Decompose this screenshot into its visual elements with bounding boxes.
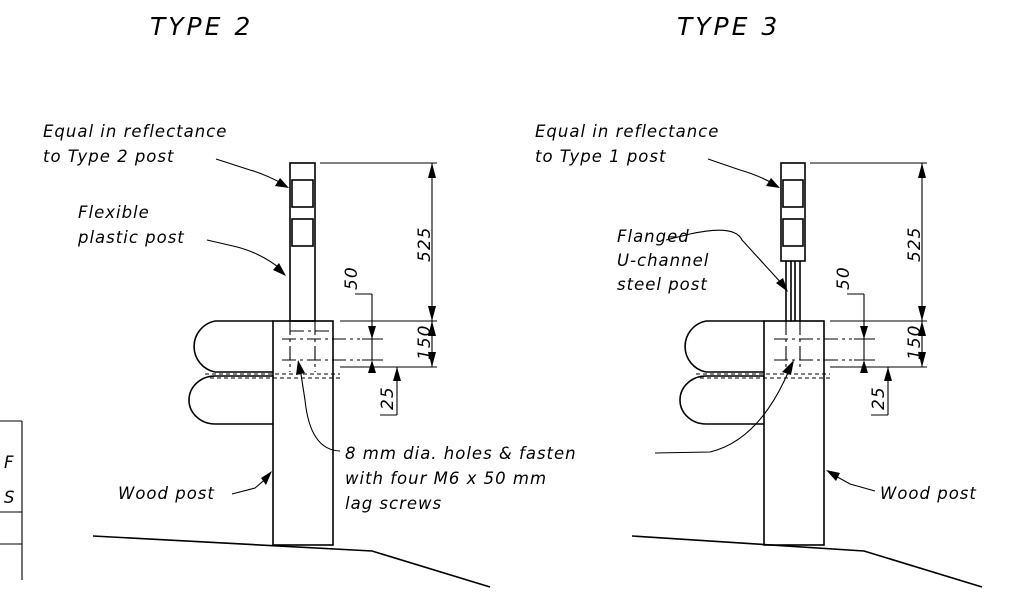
fasten-note-line-2: with four M6 x 50 mm bbox=[345, 469, 547, 488]
type3-reflect-label-2: to Type 1 post bbox=[535, 147, 666, 166]
type2-dim-525: 525 bbox=[415, 227, 435, 262]
type3-dim-525: 525 bbox=[905, 227, 925, 262]
fasten-note-line-3: lag screws bbox=[345, 494, 442, 513]
type2-ground-line bbox=[92, 535, 491, 588]
type3-reflector-upper bbox=[782, 179, 804, 208]
type2-post-label-1: Flexible bbox=[78, 203, 150, 222]
side-table-letter-f: F bbox=[4, 453, 15, 472]
type2-w-beam bbox=[188, 320, 340, 425]
side-table: F S bbox=[0, 420, 23, 580]
type2-flexible-post bbox=[289, 162, 316, 322]
type2-reflect-label-1: Equal in reflectance bbox=[43, 122, 227, 141]
type3-assembly bbox=[631, 158, 983, 588]
type3-wood-post bbox=[763, 320, 825, 546]
type2-reflector-upper bbox=[291, 179, 314, 208]
type2-assembly bbox=[92, 158, 491, 588]
type3-dim-150: 150 bbox=[905, 325, 925, 360]
type3-steel-post bbox=[785, 261, 801, 321]
type2-wood-post-label: Wood post bbox=[118, 484, 215, 503]
type3-reflect-label-1: Equal in reflectance bbox=[535, 122, 719, 141]
type2-reflector-lower bbox=[291, 218, 314, 247]
type3-dim-50: 50 bbox=[834, 266, 854, 290]
title-type-2: TYPE 2 bbox=[150, 12, 253, 41]
type2-dim-25: 25 bbox=[378, 386, 398, 410]
type3-reflector-panel bbox=[780, 162, 806, 262]
type3-post-label-3: steel post bbox=[617, 275, 708, 294]
type2-dim-50: 50 bbox=[342, 266, 362, 290]
type3-ground-line bbox=[631, 535, 983, 588]
type3-post-label-2: U-channel bbox=[617, 251, 709, 270]
type3-dim-25: 25 bbox=[869, 386, 889, 410]
type2-wood-post bbox=[272, 320, 334, 546]
type3-post-label-1: Flanged bbox=[617, 227, 690, 246]
type3-reflector-lower bbox=[782, 218, 804, 247]
type3-w-beam bbox=[679, 320, 830, 425]
title-type-3: TYPE 3 bbox=[677, 12, 780, 41]
type2-dim-150: 150 bbox=[415, 325, 435, 360]
type2-post-label-2: plastic post bbox=[77, 228, 185, 247]
fasten-note-line-1: 8 mm dia. holes & fasten bbox=[345, 444, 577, 463]
type3-wood-post-label: Wood post bbox=[880, 484, 977, 503]
side-table-letter-s: S bbox=[4, 488, 15, 507]
type2-reflect-label-2: to Type 2 post bbox=[43, 147, 174, 166]
